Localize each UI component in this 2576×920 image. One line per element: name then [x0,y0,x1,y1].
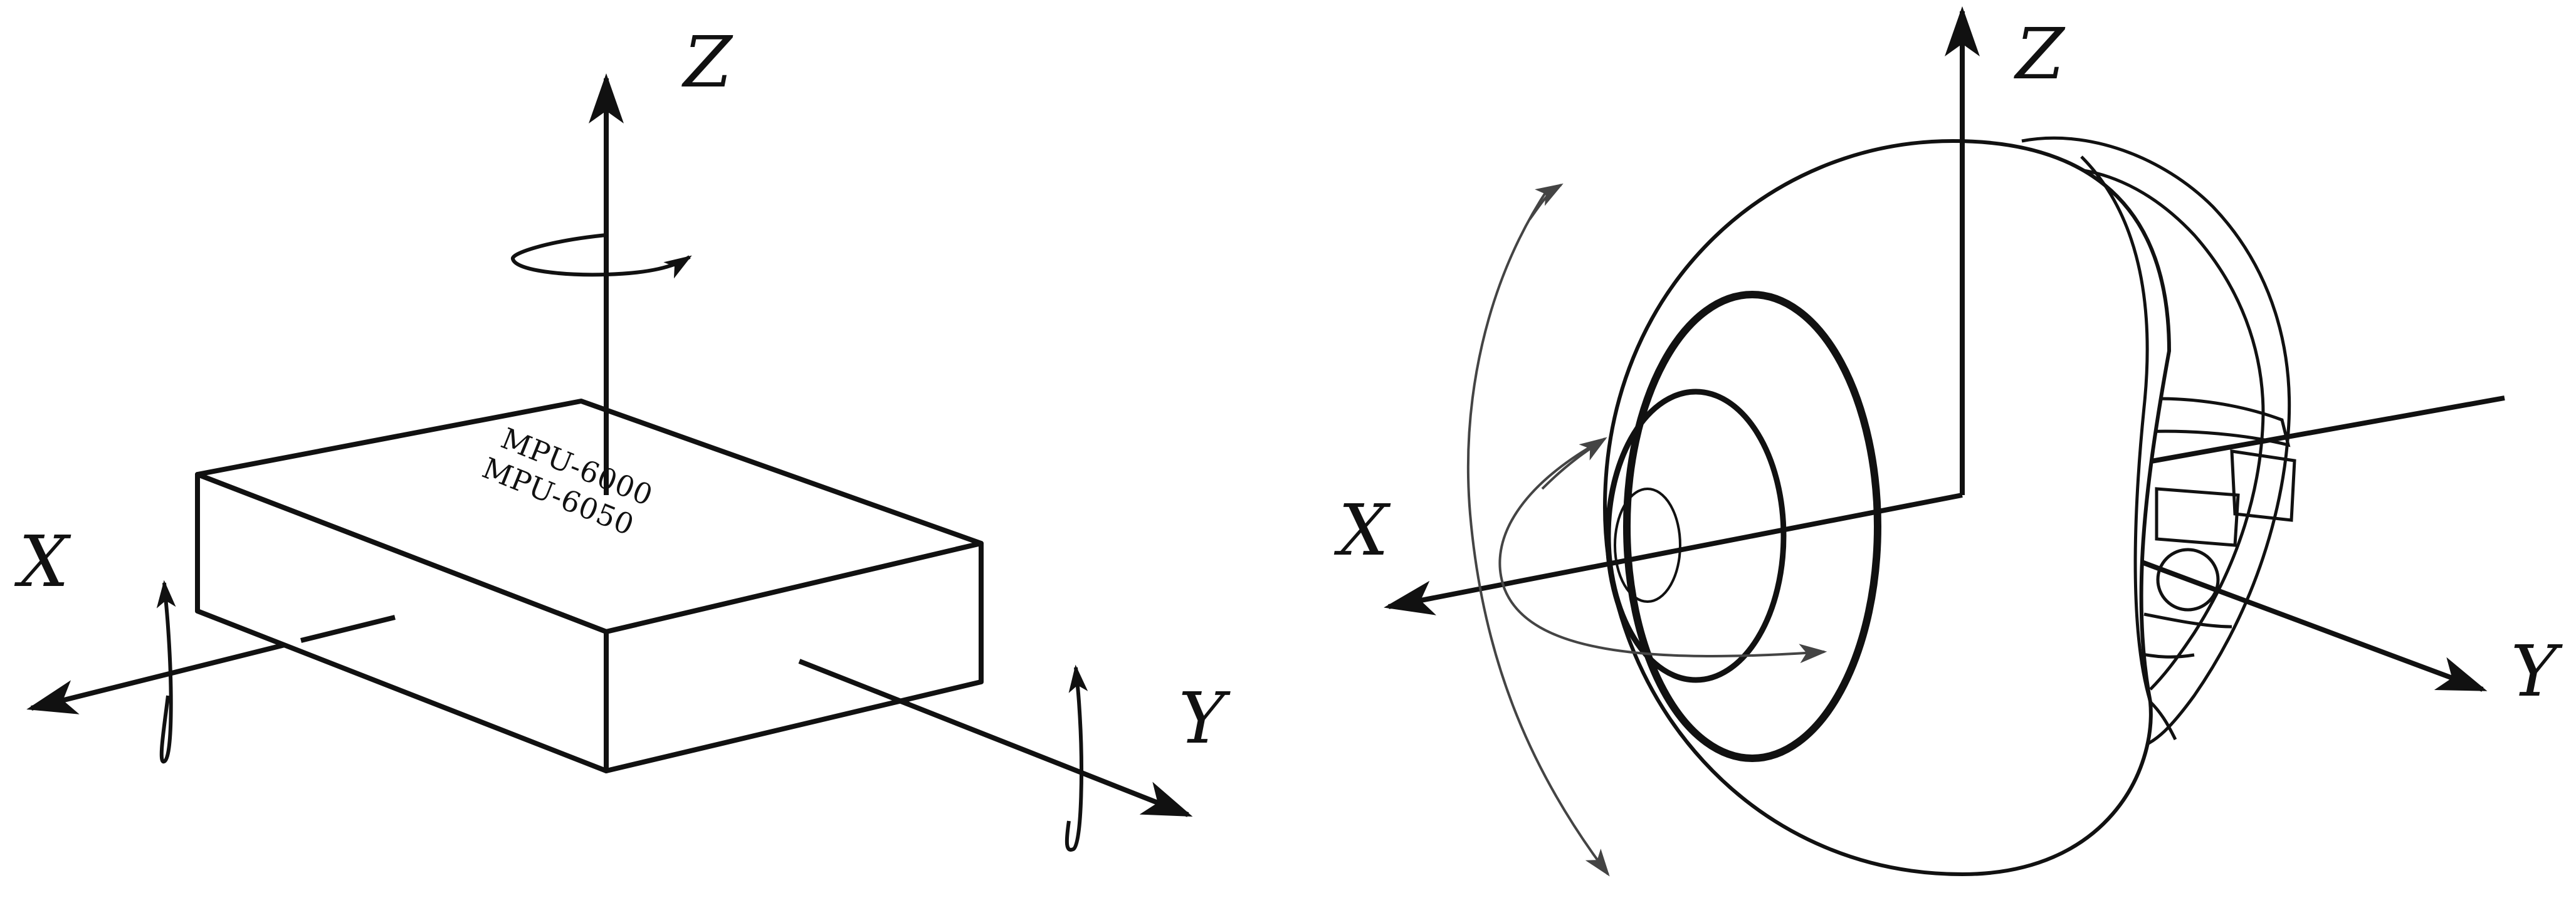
eye-lens [1614,488,1681,603]
eye-axis-label-x: X [1333,490,1391,572]
y-rotation-arrow [1065,664,1088,852]
chip-side-face [604,541,984,773]
z-rotation-arrow [511,233,692,279]
axis-label-z: Z [681,22,733,103]
axis-label-x: X [14,521,71,603]
eye-y-rotation-arrow [1466,187,1610,877]
eye-sphere-rim [2080,155,2152,703]
x-rotation-arrow [156,580,176,764]
eyeball-diagram: Z X Y [1333,6,2563,877]
eye-axis-label-y: Y [2511,631,2563,713]
eye-axis-label-z: Z [2014,14,2066,95]
mpu-chip-diagram: MPU-6000 MPU-6050 Z X Y [14,22,1231,852]
eye-x-axis-arrow [1384,493,1963,615]
x-axis-stub [300,615,396,643]
mpu-chip-box [195,399,984,773]
axis-label-y: Y [1179,678,1231,760]
eye-pupil-ring [1605,389,1787,683]
eye-z-rotation-arrow [1498,437,1827,664]
y-axis-stub [798,659,910,707]
eye-rear-mechanism [2021,136,2296,748]
eye-y-rotation-arrow-top [1528,183,1564,221]
eye-iris [1623,291,1881,762]
eye-z-rotation-arrow-top [1541,437,1607,490]
